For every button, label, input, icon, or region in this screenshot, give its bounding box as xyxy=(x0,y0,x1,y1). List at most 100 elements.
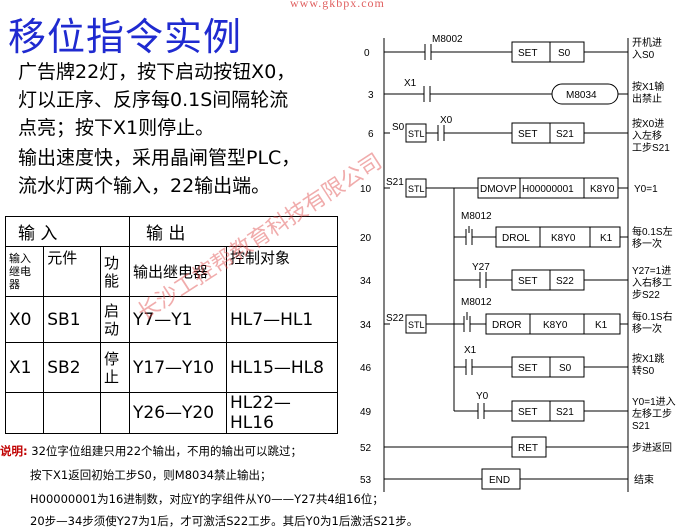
output-header: 输 出 xyxy=(129,216,338,247)
instruction: SET xyxy=(518,407,537,418)
rung-comment: 步S22 xyxy=(632,289,660,301)
rung-comment: 开机进 xyxy=(632,36,662,49)
operand: S21 xyxy=(556,129,574,140)
contact-label: M8012 xyxy=(461,297,492,308)
operand: K8Y0 xyxy=(551,233,576,244)
operand: S21 xyxy=(556,407,574,418)
note-line-2: 按下X1返回初始工步S0，则M8034禁止输出； xyxy=(30,468,272,482)
rung-comment: Y0=1 xyxy=(634,184,658,195)
note-text-1: 32位字位组建只用22个输出，不用的输出可以跳过； xyxy=(31,444,303,458)
contact-label: X1 xyxy=(404,78,417,89)
site-url: www.gkbpx.com xyxy=(290,0,385,10)
step-number: 49 xyxy=(360,407,372,418)
table-row: X0 SB1 启动 Y7—Y1 HL7—HL1 xyxy=(4,296,338,343)
step-number: 52 xyxy=(360,443,372,454)
note-line-3: H00000001为16进制数，对应Y的字组件从Y0——Y27共4组16位； xyxy=(30,492,384,506)
step-number: 34 xyxy=(360,276,372,287)
rung-comment: 每0.1S左 xyxy=(632,225,673,238)
col-control-target: 控制对象 xyxy=(226,246,338,297)
col-function: 功能 xyxy=(100,246,130,297)
instruction: SET xyxy=(518,129,537,140)
step-number: 53 xyxy=(360,475,372,486)
operand: S22 xyxy=(556,276,574,287)
instruction: RET xyxy=(518,443,538,454)
step-number: 34 xyxy=(360,320,372,331)
coil-label: M8034 xyxy=(566,90,597,101)
step-number: 10 xyxy=(360,184,372,195)
operand: K8Y0 xyxy=(590,184,615,195)
io-table: 输 入 输 出 输入继电器 元件 功能 输出继电器 控制对象 X0 SB1 启动… xyxy=(4,216,338,434)
row-relay: X1 xyxy=(4,342,45,393)
stl-label: S22 xyxy=(386,313,404,324)
col-element: 元件 xyxy=(43,246,102,297)
description-line-3: 点亮；按下X1则停止。 xyxy=(18,117,215,139)
operand: K1 xyxy=(595,320,608,331)
instruction: SET xyxy=(518,363,537,374)
operand: H00000001 xyxy=(522,184,574,195)
io-table-subheader-row: 输入继电器 元件 功能 输出继电器 控制对象 xyxy=(4,246,338,297)
note-label: 说明: xyxy=(0,444,28,458)
rung-comment: 转S0 xyxy=(632,364,655,377)
description-line-1: 广告牌22灯，按下启动按钮X0， xyxy=(18,61,296,83)
row-relay: X0 xyxy=(4,296,45,343)
rung-comment: 按X1输 xyxy=(632,80,664,93)
stl-label: S21 xyxy=(386,177,404,188)
contact-label: M8012 xyxy=(461,211,492,222)
row-output: Y26—Y20 xyxy=(129,392,227,434)
instruction: END xyxy=(489,475,510,486)
table-row: X1 SB2 停止 Y17—Y10 HL15—HL8 xyxy=(4,342,338,393)
stl-tag: STL xyxy=(408,184,425,194)
step-number: 3 xyxy=(368,90,374,101)
rung-comment: S21 xyxy=(632,421,650,432)
step-number: 6 xyxy=(368,129,374,140)
rung-comment: 左移工步 xyxy=(632,407,672,420)
note-line-1: 说明: 32位字位组建只用22个输出，不用的输出可以跳过； xyxy=(0,444,302,458)
row-relay xyxy=(4,392,45,434)
contact-label: X1 xyxy=(464,345,477,356)
row-control: HL22—HL16 xyxy=(226,392,338,434)
row-element xyxy=(43,392,102,434)
operand: S0 xyxy=(559,363,572,374)
step-number: 46 xyxy=(360,363,372,374)
stl-label: S0 xyxy=(392,122,405,133)
rung-comment: 入左移 xyxy=(632,129,662,142)
table-row: Y26—Y20 HL22—HL16 xyxy=(4,392,338,434)
description-line-4: 输出速度快，采用晶闸管型PLC， xyxy=(18,147,301,169)
contact-label: Y27 xyxy=(472,262,490,273)
operand: S0 xyxy=(558,48,571,59)
rung-comment: 出禁止 xyxy=(632,92,662,105)
row-output: Y7—Y1 xyxy=(129,296,227,343)
rung-comment: Y0=1进入 xyxy=(632,396,676,408)
row-function: 停止 xyxy=(100,342,130,393)
description-line-2: 灯以正序、反序每0.1S间隔轮流 xyxy=(18,89,289,111)
rung-comment: Y27=1进 xyxy=(632,265,671,277)
instruction: DMOVP xyxy=(480,184,517,195)
rung-comment: 移一次 xyxy=(632,322,662,335)
instruction: DROL xyxy=(502,233,530,244)
instruction: SET xyxy=(518,276,537,287)
stl-tag: STL xyxy=(408,129,425,139)
contact-label: M8002 xyxy=(432,34,463,45)
rung-comment: 入S0 xyxy=(632,50,655,61)
col-output-relay: 输出继电器 xyxy=(129,246,227,297)
note-line-4: 20步—34步须使Y27为1后，才可激活S22工步。其后Y0为1后激活S21步。 xyxy=(30,514,419,528)
rung-comment: 工步S21 xyxy=(632,142,670,154)
instruction: SET xyxy=(518,48,537,59)
rung-comment: 按X1跳 xyxy=(632,352,664,365)
instruction: DROR xyxy=(492,320,521,331)
description-line-5: 流水灯两个输入，22输出端。 xyxy=(18,175,271,197)
contact-label: Y0 xyxy=(476,391,489,402)
operand: K1 xyxy=(600,233,613,244)
rung-comment: 按X0进 xyxy=(632,117,664,130)
rung-comment: 每0.1S右 xyxy=(632,310,673,323)
rung-comment: 移一次 xyxy=(632,237,662,250)
step-number: 20 xyxy=(360,233,372,244)
rung-comment: 结束 xyxy=(634,473,654,486)
rung-comment: 步进返回 xyxy=(632,442,672,454)
contact-label: X0 xyxy=(440,115,453,126)
step-number: 0 xyxy=(364,48,370,59)
row-control: HL7—HL1 xyxy=(226,296,338,343)
page-title: 移位指令实例 xyxy=(8,15,243,59)
row-element: SB2 xyxy=(43,342,102,393)
